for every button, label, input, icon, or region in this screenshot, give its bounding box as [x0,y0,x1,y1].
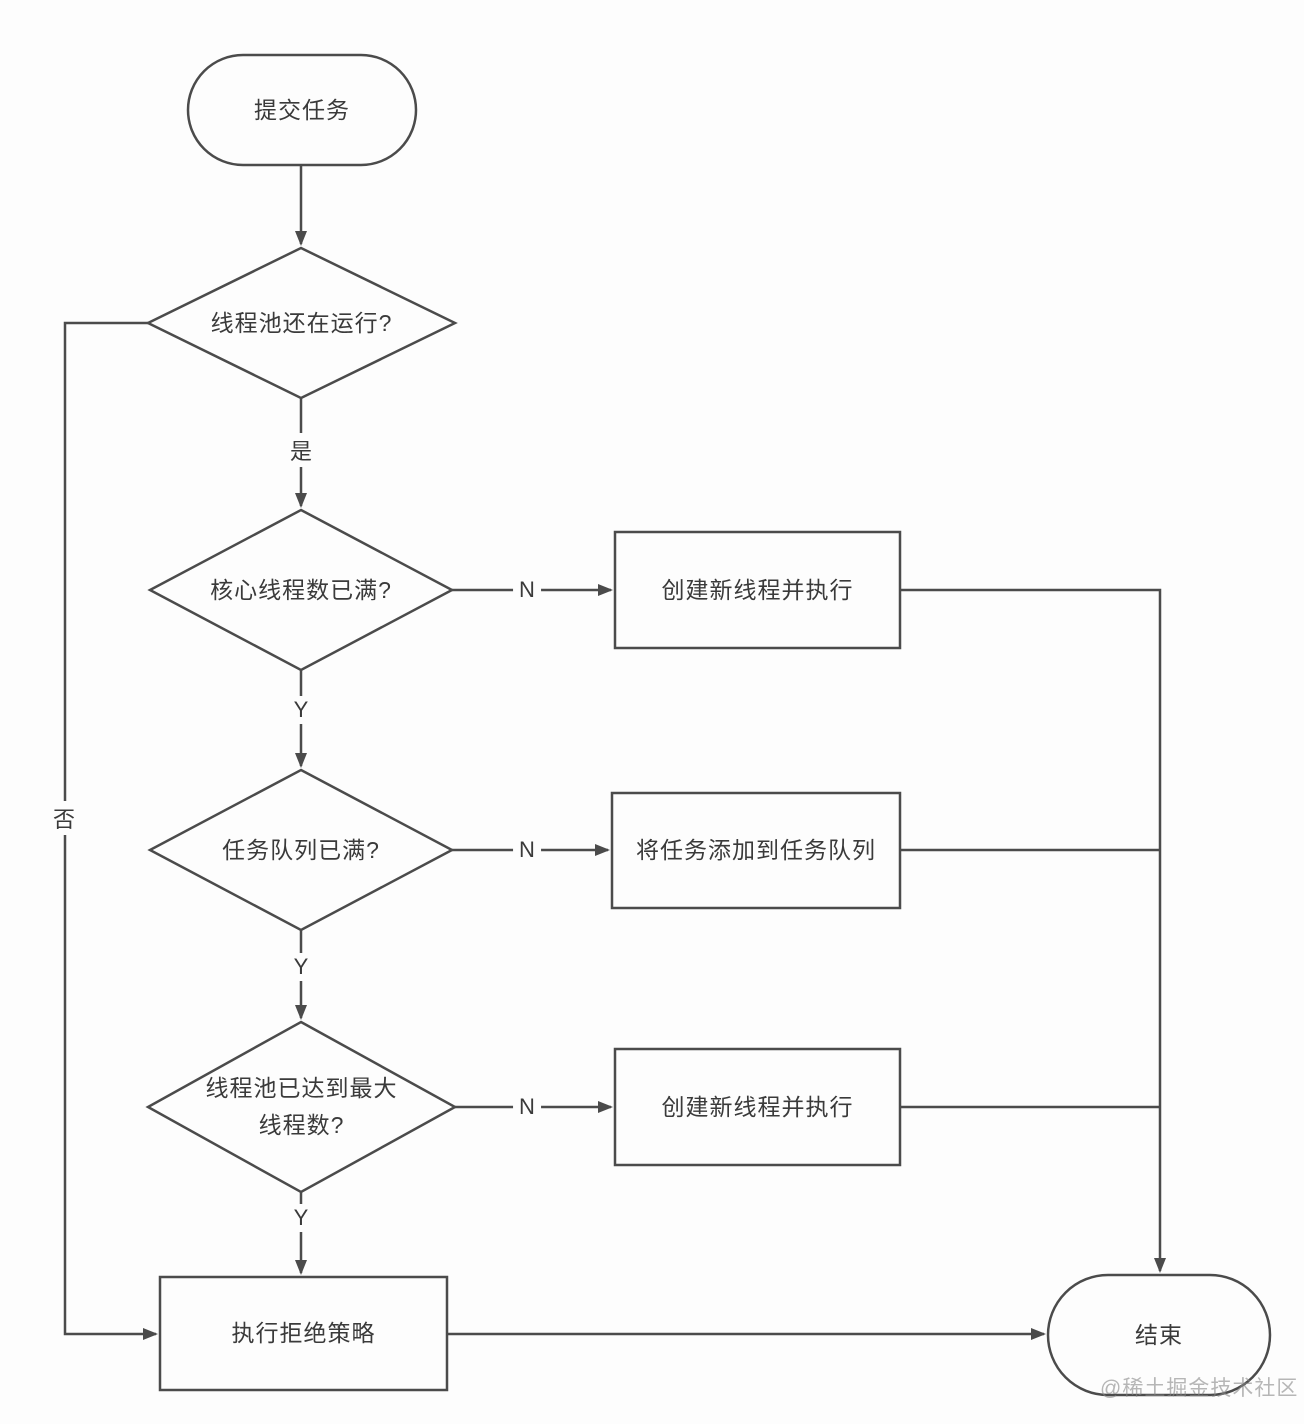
edge-label-n-1: N [513,576,541,604]
process-create-thread-1-shape [613,530,902,650]
process-enqueue-shape [610,791,902,910]
watermark-text: @稀土掘金技术社区 [1100,1377,1299,1400]
edge-label-y-1: Y [287,696,315,724]
process-create-thread-2-shape [613,1047,902,1167]
start-terminator-shape [186,53,418,167]
process-reject-policy-shape [158,1275,449,1392]
edge-label-n-2: N [513,836,541,864]
end-terminator-shape [1046,1273,1272,1397]
edge-label-y-3: Y [287,1204,315,1232]
decision-running-shape [145,246,458,400]
decision-queue-full-shape [147,768,455,932]
decision-max-threads-shape [145,1020,458,1194]
edge-create1-to-end [900,588,1166,1273]
edge-label-y-2: Y [287,953,315,981]
edge-label-yes: 是 [283,433,319,467]
edge-label-n-3: N [513,1093,541,1121]
edge-label-no: 否 [46,801,82,835]
decision-core-full-shape [147,508,455,672]
